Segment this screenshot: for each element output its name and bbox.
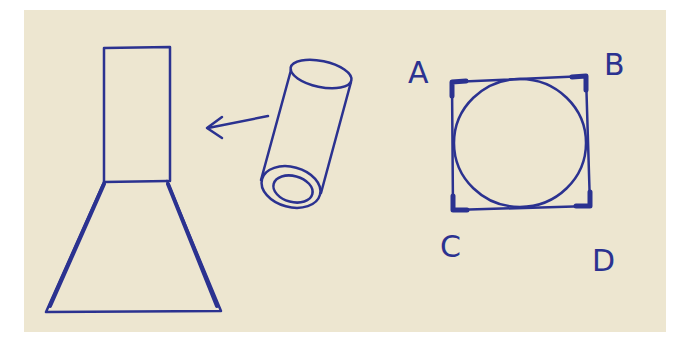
paper-ground	[24, 10, 666, 332]
funnel-cone	[46, 181, 221, 312]
corner-label: C	[440, 232, 461, 262]
circle	[454, 79, 586, 207]
corner-label: B	[604, 50, 625, 80]
tube-body	[261, 70, 351, 193]
corner-mark	[452, 81, 466, 96]
corner-mark	[576, 192, 590, 206]
corner-label: A	[408, 58, 429, 88]
tube-top	[288, 55, 354, 93]
tube-end	[257, 160, 325, 214]
funnel-edge	[50, 184, 104, 306]
funnel-edge	[168, 184, 217, 306]
tube-bore	[270, 171, 315, 206]
funnel-neck	[104, 47, 170, 182]
square	[452, 76, 590, 210]
corner-mark	[453, 196, 467, 210]
corner-mark	[572, 76, 586, 90]
corner-label: D	[592, 246, 615, 276]
arrow-head	[207, 117, 222, 138]
